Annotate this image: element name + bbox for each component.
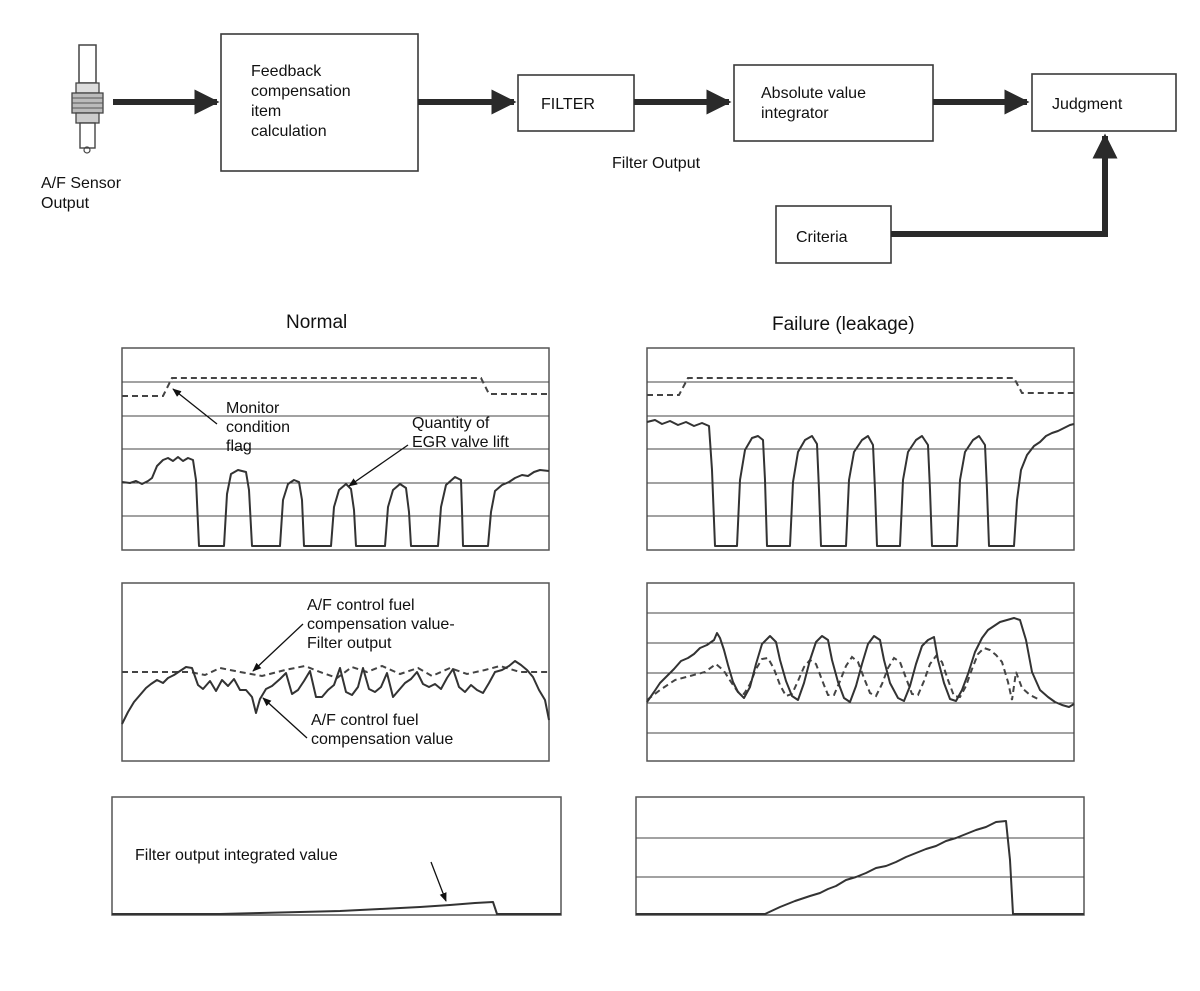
egr-lift-leader <box>348 444 409 487</box>
normal-egr-lift-trace <box>121 456 550 547</box>
comp-value-leader <box>262 697 308 739</box>
failure-monitor-flag-trace <box>647 377 1074 396</box>
criteria-label: Criteria <box>796 229 848 246</box>
normal-integrated-chart <box>111 796 562 916</box>
sensor-label: A/F Sensor Output <box>41 175 125 212</box>
normal-egr-chart <box>121 347 550 551</box>
normal-af-compensation-trace <box>121 660 550 725</box>
filter-output-label: Filter Output <box>612 155 701 172</box>
judgment-label: Judgment <box>1052 96 1123 113</box>
failure-egr-grid <box>647 381 1074 517</box>
failure-integrated-chart <box>635 796 1085 916</box>
comp-value-annotation: A/F control fuel compensation value <box>311 712 453 748</box>
feedback-calculation-box <box>220 33 419 172</box>
failure-af-chart <box>646 582 1075 762</box>
normal-egr-grid <box>122 381 549 517</box>
filter-label: FILTER <box>541 96 595 113</box>
integrator-label: Absolute value integrator <box>761 85 870 122</box>
egr-lift-label: Quantity of EGR valve lift <box>412 415 509 451</box>
failure-af-compensation-trace <box>646 617 1075 708</box>
failure-af-grid <box>647 612 1074 734</box>
feedback-calculation-label: Feedback compensation item calculation <box>251 63 355 140</box>
normal-monitor-flag-trace <box>122 377 549 397</box>
normal-af-chart <box>121 582 550 762</box>
failure-integrated-trace <box>636 820 1084 915</box>
failure-egr-chart <box>646 347 1075 551</box>
normal-title: Normal <box>286 312 347 333</box>
flow-arrow-criteria <box>891 133 1118 237</box>
failure-title: Failure (leakage) <box>772 314 915 335</box>
filter-box <box>517 74 635 132</box>
filter-output-leader <box>252 623 304 672</box>
integrated-value-leader <box>430 861 447 902</box>
monitor-flag-leader <box>172 388 218 425</box>
failure-integrated-grid <box>636 837 1084 878</box>
normal-integrated-trace <box>112 901 561 915</box>
af-sensor-icon <box>71 44 104 154</box>
integrator-box <box>733 64 934 142</box>
integrated-value-label: Filter output integrated value <box>135 847 338 864</box>
failure-egr-lift-trace <box>646 419 1075 547</box>
filter-output-annotation: A/F control fuel compensation value- Fil… <box>307 597 459 652</box>
judgment-box <box>1031 73 1177 132</box>
monitor-flag-label: Monitor condition flag <box>226 400 295 455</box>
normal-filter-output-trace <box>122 664 549 680</box>
failure-filter-output-trace <box>646 646 1041 701</box>
